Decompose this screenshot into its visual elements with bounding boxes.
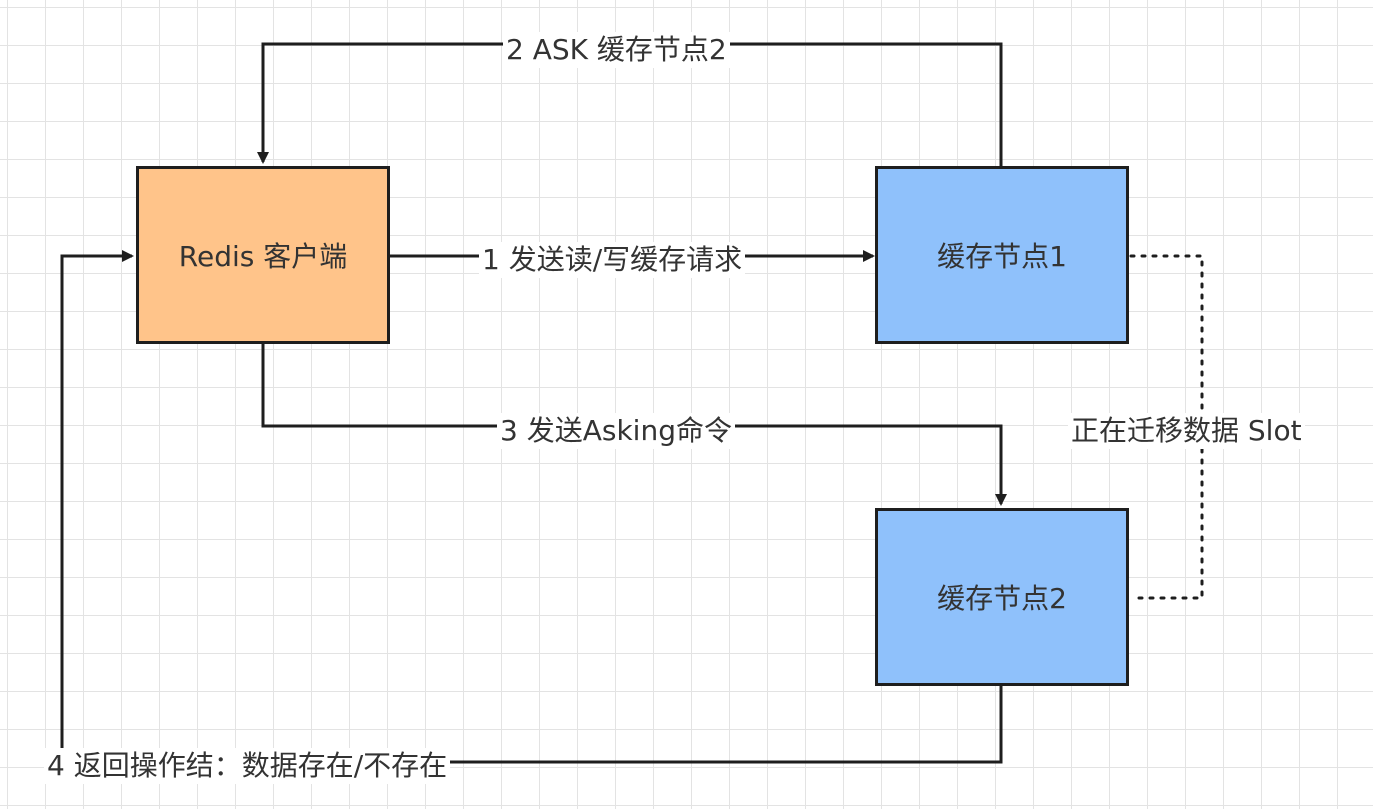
edge-step3-label: 3 发送Asking命令 xyxy=(497,413,735,449)
cache-node-2-label: 缓存节点2 xyxy=(937,582,1067,615)
redis-client-label: Redis 客户端 xyxy=(178,240,348,273)
edge-step4-label: 4 返回操作结：数据存在/不存在 xyxy=(44,748,451,784)
migration-label: 正在迁移数据 Slot xyxy=(1068,413,1305,449)
cache-node-1-label: 缓存节点1 xyxy=(937,240,1067,273)
edge-step2-label: 2 ASK 缓存节点2 xyxy=(503,32,730,68)
edge-step1-label: 1 发送读/写缓存请求 xyxy=(479,242,746,278)
cache-node-2: 缓存节点2 xyxy=(875,508,1129,686)
redis-client-node: Redis 客户端 xyxy=(136,166,390,344)
cache-node-1: 缓存节点1 xyxy=(875,166,1129,344)
